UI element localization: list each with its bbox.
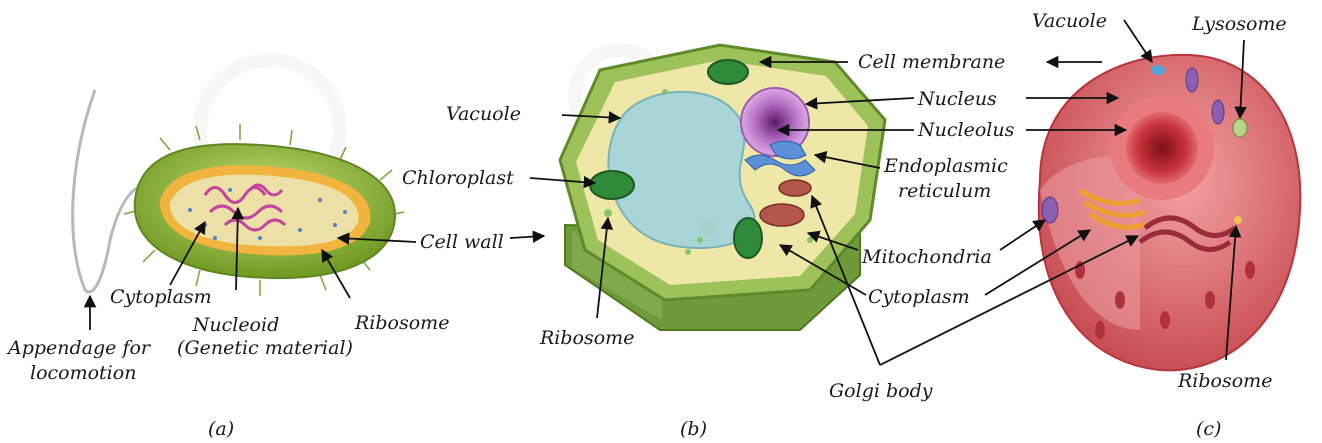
caption-a: (a) xyxy=(208,418,234,440)
label-b-chloroplast: Chloroplast xyxy=(402,167,514,189)
label-b-nucleolus: Nucleolus xyxy=(918,119,1014,141)
label-b-nucleus: Nucleus xyxy=(918,88,997,110)
plant-cell-illustration xyxy=(560,45,885,330)
label-c-vacuole: Vacuole xyxy=(1032,10,1107,32)
label-a-cytoplasm: Cytoplasm xyxy=(110,286,212,308)
caption-c: (c) xyxy=(1196,418,1221,440)
label-c-ribosome: Ribosome xyxy=(1178,370,1272,392)
label-b-mitochondria: Mitochondria xyxy=(862,246,992,268)
label-a-ribosome: Ribosome xyxy=(355,312,449,334)
label-b-cell-membrane: Cell membrane xyxy=(858,51,1005,73)
label-b-cytoplasm: Cytoplasm xyxy=(868,286,970,308)
label-a-cell-wall: Cell wall xyxy=(420,231,504,253)
bacterium-illustration xyxy=(73,90,404,296)
caption-b: (b) xyxy=(680,418,707,440)
label-b-ribosome: Ribosome xyxy=(540,327,634,349)
label-b-er-sub: reticulum xyxy=(898,180,991,202)
label-b-golgi: Golgi body xyxy=(829,380,932,402)
label-c-lysosome: Lysosome xyxy=(1192,13,1287,35)
label-a-nucleoid: Nucleoid xyxy=(186,314,286,336)
label-b-er: Endoplasmic xyxy=(884,155,1008,177)
label-a-appendage-sub: locomotion xyxy=(30,362,136,384)
animal-cell-illustration xyxy=(1039,55,1301,370)
label-b-vacuole: Vacuole xyxy=(446,103,521,125)
label-a-nucleoid-sub: (Genetic material) xyxy=(160,337,370,359)
label-a-appendage: Appendage for xyxy=(8,337,150,359)
